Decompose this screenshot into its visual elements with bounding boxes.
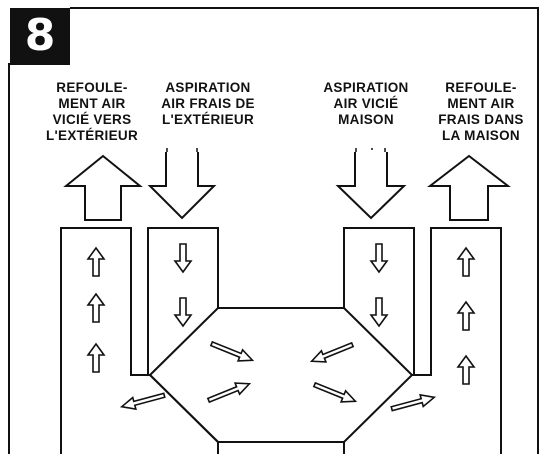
label-fresh-in: ASPIRATION AIR FRAIS DE L'EXTÉRIEUR <box>161 80 255 127</box>
label-stale-in: ASPIRATION AIR VICIÉ MAISON <box>323 80 409 127</box>
label-tick-marks <box>166 148 386 152</box>
fresh-inlet-flow-arrows <box>174 243 192 327</box>
big-up-arrow-exhaust <box>63 154 143 221</box>
label-exhaust-out: REFOULE- MENT AIR VICIÉ VERS L'EXTÉRIEUR <box>45 80 139 143</box>
core-flow-arrows <box>119 337 437 416</box>
outer-border <box>8 7 539 454</box>
ducts-and-core <box>60 227 502 454</box>
big-down-arrow-fresh <box>147 152 217 220</box>
label-fresh-out: REFOULE- MENT AIR FRAIS DANS LA MAISON <box>438 80 524 143</box>
stale-inlet-flow-arrows <box>370 243 388 327</box>
big-down-arrow-stale <box>335 152 407 220</box>
left-duct-flow-arrows <box>87 247 105 373</box>
big-up-arrow-supply <box>427 154 511 221</box>
right-duct-flow-arrows <box>457 247 475 385</box>
step-number-badge: 8 <box>10 8 70 64</box>
